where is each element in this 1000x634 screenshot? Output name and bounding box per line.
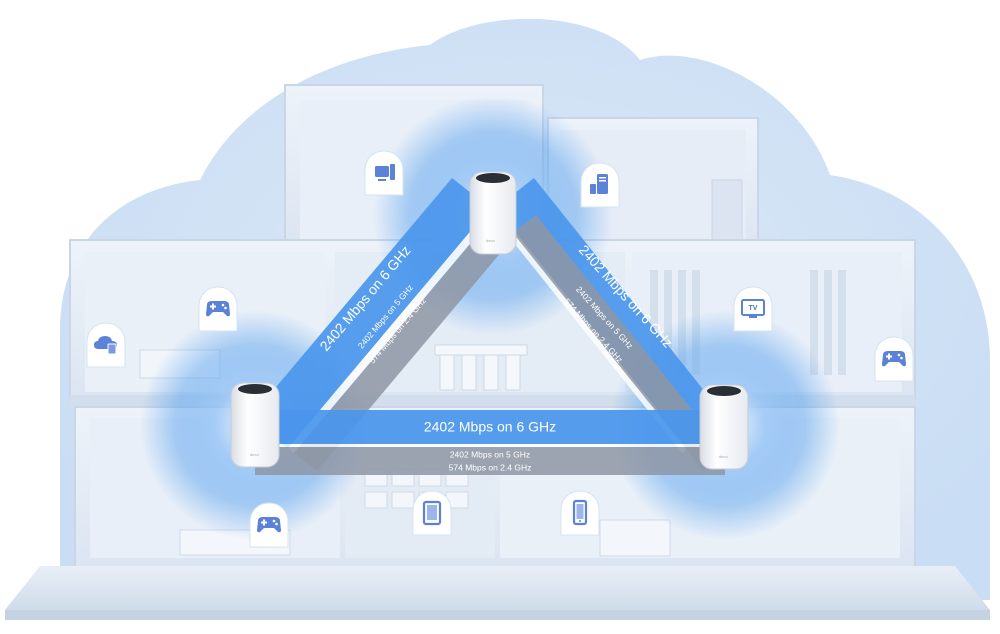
band-6ghz-strip (255, 410, 725, 444)
band-lower-strip (513, 215, 726, 470)
router-logo: deco (250, 452, 259, 457)
tv-label: TV (749, 305, 758, 312)
gamepad-icon (198, 286, 238, 332)
deco-router-right: deco (699, 384, 749, 470)
band-6ghz-strip (250, 178, 490, 448)
cloud-storage-icon (86, 322, 126, 368)
gamepad-icon (874, 336, 914, 382)
band-lower-strip (294, 213, 519, 471)
deco-router-left: deco (230, 382, 280, 468)
link-left: 2402 Mbps on 6 GHz 2402 Mbps on 5 GHz 57… (250, 178, 519, 471)
band-lower-strip (255, 447, 725, 475)
gamepad-icon (249, 502, 289, 548)
link-right: 2402 Mbps on 6 GHz 2402 Mbps on 5 GHz 57… (490, 178, 726, 470)
deco-router-top: deco (469, 171, 517, 255)
link-bottom-6ghz-label: 2402 Mbps on 6 GHz (424, 419, 556, 435)
pc-tower-icon (580, 162, 620, 208)
tv-icon: TV (733, 286, 773, 332)
desktop-pc-icon (364, 150, 404, 196)
router-logo: deco (719, 454, 728, 459)
router-logo: deco (486, 238, 495, 243)
smartphone-icon (560, 490, 600, 536)
link-bottom-5ghz-label: 2402 Mbps on 5 GHz (450, 449, 530, 459)
tablet-icon (412, 490, 452, 536)
link-bottom: 2402 Mbps on 6 GHz 2402 Mbps on 5 GHz 57… (255, 410, 725, 475)
link-bottom-24ghz-label: 574 Mbps on 2.4 GHz (449, 462, 532, 472)
